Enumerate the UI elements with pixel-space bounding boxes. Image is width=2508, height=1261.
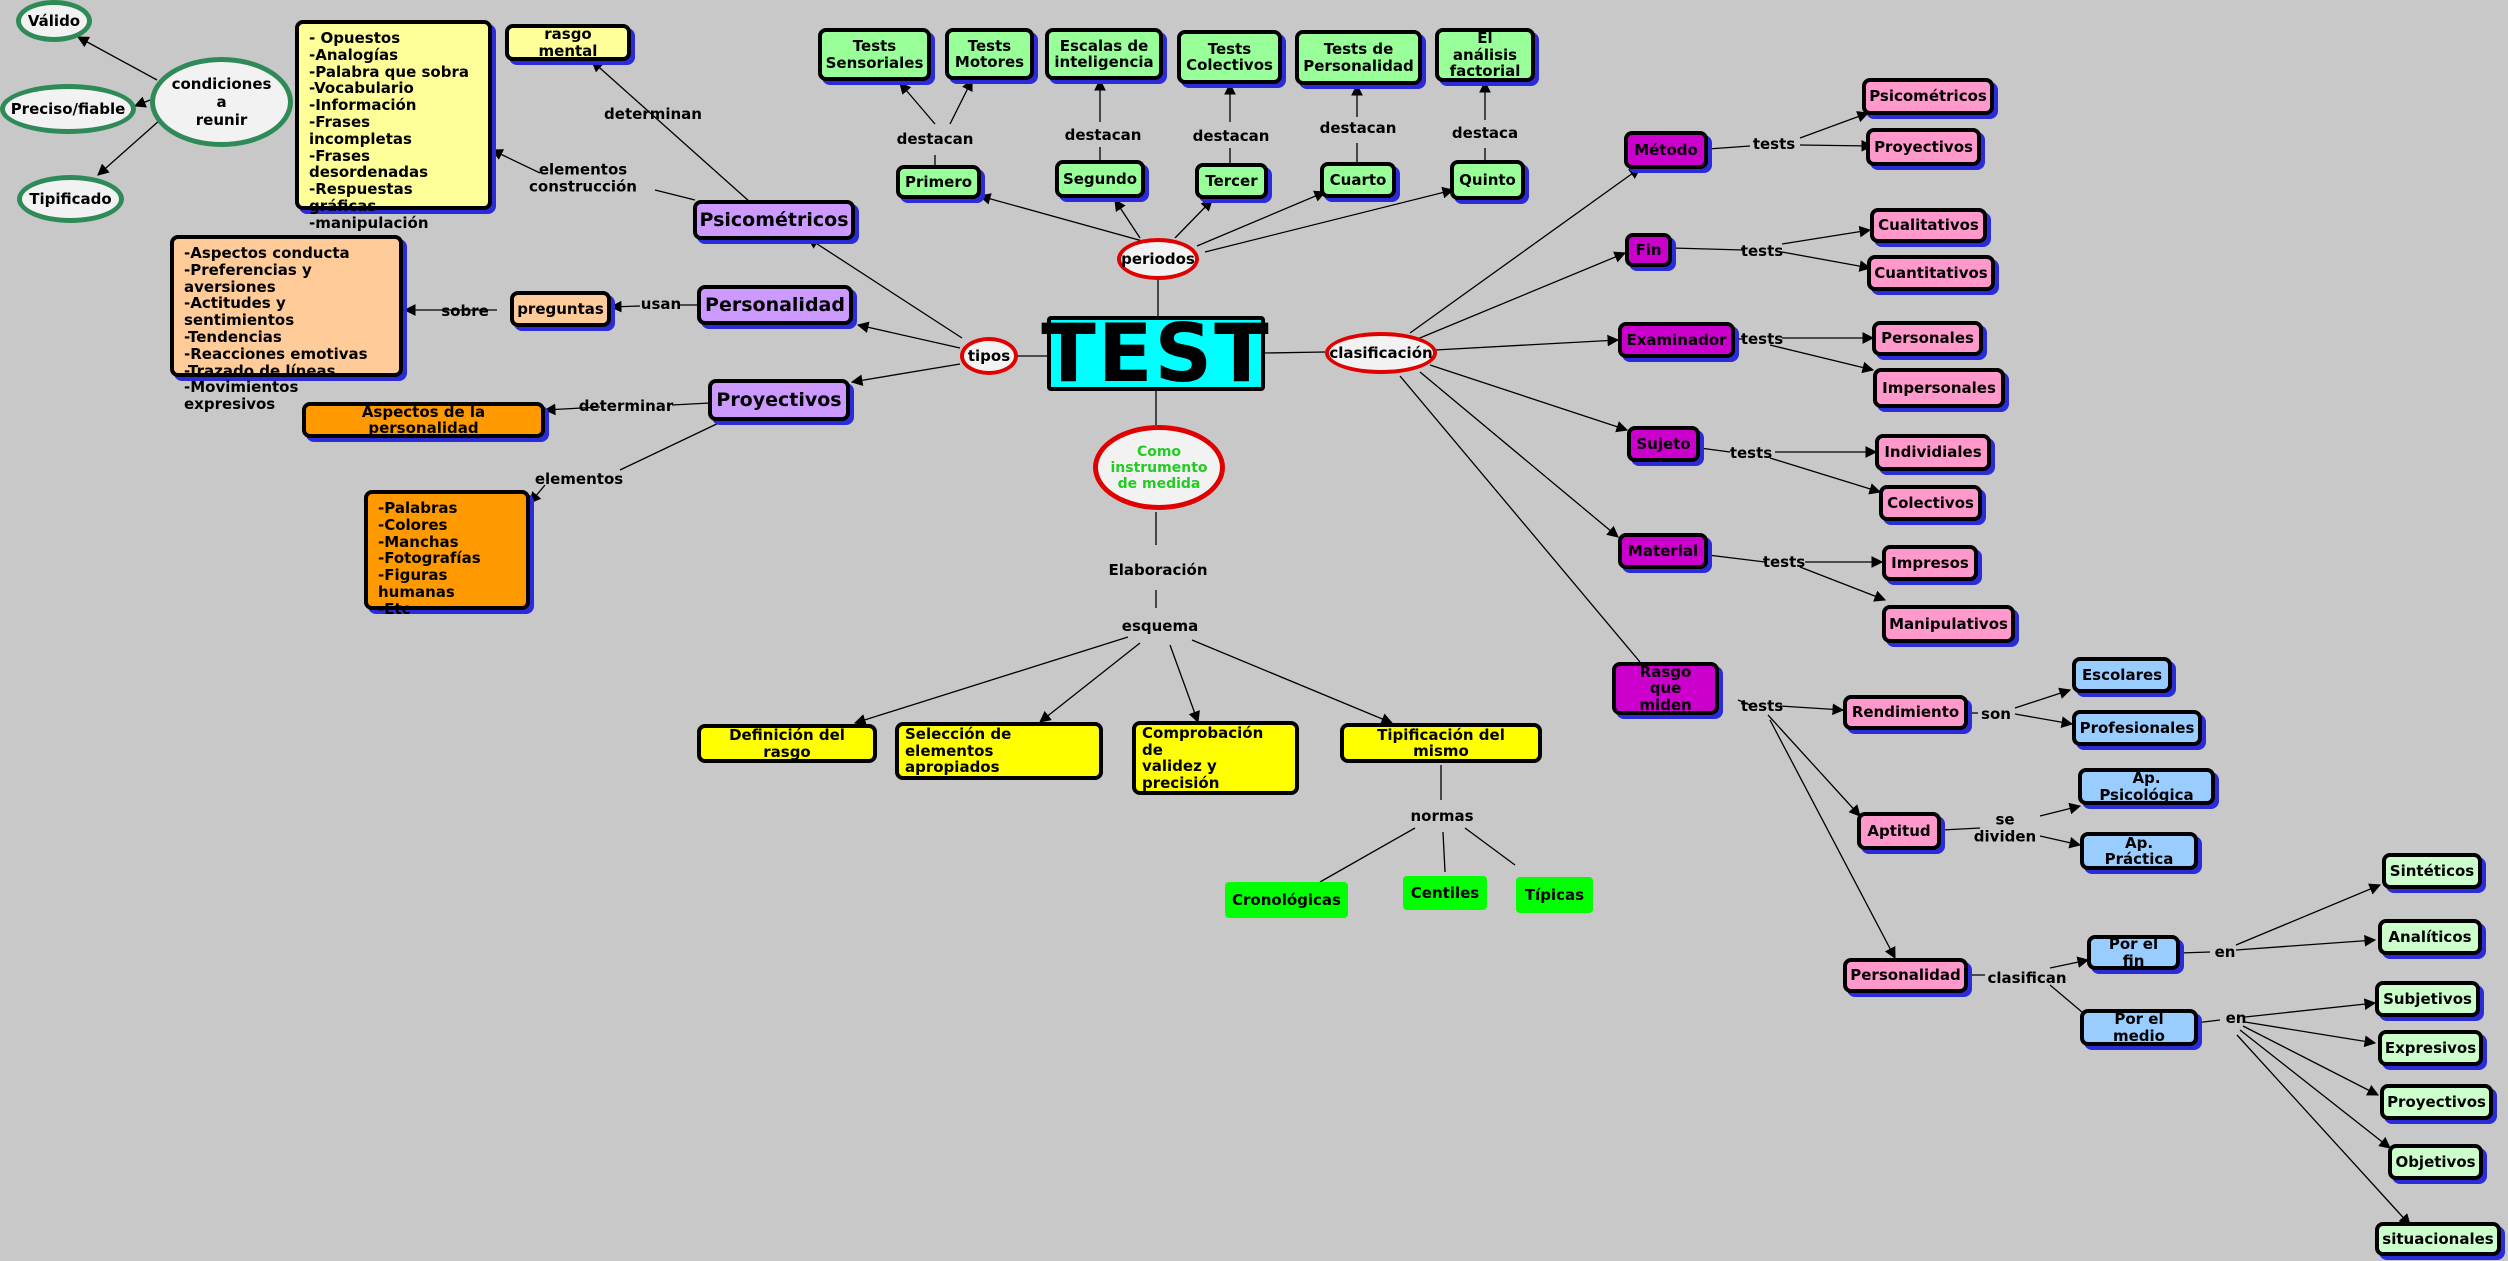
label-destacan: destacan: [1192, 126, 1270, 145]
tipo-personalidad[interactable]: Personalidad: [697, 285, 853, 325]
aspectos-conducta-list[interactable]: -Aspectos conducta -Preferencias y avers…: [170, 235, 403, 413]
criterio-fin[interactable]: Fin: [1625, 233, 1672, 267]
label-tests: tests: [1729, 443, 1773, 462]
personalidad-por-medio[interactable]: Por el medio: [2080, 1009, 2198, 1046]
centiles-node[interactable]: Centiles: [1403, 876, 1487, 910]
label-determinar: determinar: [578, 396, 674, 415]
valido-node[interactable]: Válido: [16, 0, 92, 42]
preciso-fiable-node[interactable]: Preciso/fiable: [0, 84, 136, 134]
fin-sinteticos[interactable]: Sintéticos: [2382, 853, 2482, 889]
metodo-proyectivos[interactable]: Proyectivos: [1866, 128, 1981, 166]
fin-cualitativos[interactable]: Cualitativos: [1870, 208, 1987, 243]
personalidad-por-fin[interactable]: Por el fin: [2087, 935, 2180, 970]
sujeto-colectivos[interactable]: Colectivos: [1879, 485, 1982, 521]
label-elementos-construccion: elementos construcción: [529, 160, 637, 195]
label-usan: usan: [640, 294, 682, 313]
periodos-hub[interactable]: periodos: [1117, 238, 1199, 280]
medio-situacionales[interactable]: situacionales: [2375, 1222, 2501, 1256]
label-esquema: esquema: [1121, 616, 1199, 635]
tests-sensoriales[interactable]: Tests Sensoriales: [818, 28, 931, 81]
rasgo-mental-node[interactable]: rasgo mental: [505, 24, 631, 61]
aptitud-psicologica[interactable]: Ap. Psicológica: [2078, 768, 2215, 805]
tipificado-node[interactable]: Tipificado: [17, 175, 124, 223]
material-manipulativos[interactable]: Manipulativos: [1882, 605, 2015, 643]
tipificacion-node[interactable]: Tipificación del mismo: [1340, 723, 1542, 763]
rasgo-rendimiento[interactable]: Rendimiento: [1843, 695, 1968, 730]
tipicas-node[interactable]: Típicas: [1516, 877, 1593, 913]
criterio-sujeto[interactable]: Sujeto: [1627, 426, 1700, 462]
tests-colectivos[interactable]: Tests Colectivos: [1177, 30, 1282, 84]
elementos-construccion-list[interactable]: - Opuestos -Analogías -Palabra que sobra…: [295, 20, 492, 231]
label-sobre: sobre: [441, 301, 489, 320]
fin-analiticos[interactable]: Analíticos: [2378, 919, 2482, 955]
medio-objetivos[interactable]: Objetivos: [2388, 1144, 2483, 1180]
metodo-psicometricos[interactable]: Psicométricos: [1862, 78, 1994, 115]
periodo-primero[interactable]: Primero: [896, 165, 981, 199]
tipo-psicometricos[interactable]: Psicométricos: [693, 200, 855, 240]
label-tests: tests: [1740, 241, 1784, 260]
rendimiento-profesionales[interactable]: Profesionales: [2072, 710, 2202, 746]
condiciones-hub[interactable]: condiciones a reunir: [150, 57, 293, 147]
periodo-segundo[interactable]: Segundo: [1055, 160, 1145, 198]
center-test-node[interactable]: TEST: [1041, 306, 1271, 400]
tipo-proyectivos[interactable]: Proyectivos: [708, 379, 850, 421]
rendimiento-escolares[interactable]: Escolares: [2072, 657, 2172, 693]
clasificacion-hub[interactable]: clasificación: [1325, 332, 1437, 374]
criterio-metodo[interactable]: Método: [1624, 131, 1708, 169]
label-tests: tests: [1740, 329, 1784, 348]
rasgo-aptitud[interactable]: Aptitud: [1857, 812, 1941, 850]
label-clasifican: clasifican: [1987, 968, 2067, 987]
examinador-impersonales[interactable]: Impersonales: [1873, 368, 2005, 408]
label-destaca: destaca: [1451, 123, 1519, 142]
medio-expresivos[interactable]: Expresivos: [2378, 1030, 2483, 1066]
label-son: son: [1981, 704, 2011, 723]
analisis-factorial[interactable]: El análisis factorial: [1435, 28, 1535, 82]
label-tests: tests: [1740, 696, 1784, 715]
label-destacan: destacan: [1319, 118, 1397, 137]
label-elaboracion: Elaboración: [1108, 560, 1208, 579]
examinador-personales[interactable]: Personales: [1872, 321, 1983, 356]
medio-proyectivos[interactable]: Proyectivos: [2380, 1084, 2493, 1120]
proyectivos-elementos-list[interactable]: -Palabras -Colores -Manchas -Fotografías…: [364, 490, 530, 617]
definicion-rasgo-node[interactable]: Definición del rasgo: [697, 724, 877, 763]
label-tests: tests: [1752, 134, 1796, 153]
label-se-dividen: se dividen: [1973, 810, 2037, 845]
material-impresos[interactable]: Impresos: [1882, 545, 1978, 581]
label-normas: normas: [1410, 806, 1474, 825]
criterio-material[interactable]: Material: [1618, 533, 1708, 569]
criterio-rasgo[interactable]: Rasgo que miden: [1612, 662, 1719, 715]
fin-cuantitativos[interactable]: Cuantitativos: [1867, 255, 1995, 291]
periodo-tercero[interactable]: Tercer: [1195, 163, 1268, 199]
medio-subjetivos[interactable]: Subjetivos: [2375, 981, 2480, 1017]
label-tests: tests: [1762, 552, 1806, 571]
periodo-cuarto[interactable]: Cuarto: [1320, 162, 1396, 198]
instrumento-hub[interactable]: Como instrumento de medida: [1093, 425, 1225, 510]
escalas-inteligencia[interactable]: Escalas de inteligencia: [1045, 28, 1163, 80]
rasgo-personalidad[interactable]: Personalidad: [1843, 958, 1968, 993]
aspectos-personalidad-node[interactable]: Aspectos de la personalidad: [302, 402, 545, 438]
periodo-quinto[interactable]: Quinto: [1450, 160, 1525, 200]
cronologicas-node[interactable]: Cronológicas: [1225, 882, 1348, 918]
sujeto-individiales[interactable]: Individiales: [1875, 434, 1991, 471]
tipos-hub[interactable]: tipos: [960, 337, 1018, 375]
criterio-examinador[interactable]: Examinador: [1618, 322, 1735, 358]
preguntas-node[interactable]: preguntas: [510, 291, 611, 327]
label-en: en: [2214, 942, 2236, 961]
label-en: en: [2225, 1008, 2247, 1027]
label-destacan: destacan: [1064, 125, 1142, 144]
label-determinan: determinan: [604, 104, 702, 123]
label-elementos: elementos: [534, 469, 624, 488]
comprobacion-validez-node[interactable]: Comprobación de validez y precisión: [1132, 721, 1299, 795]
label-destacan: destacan: [896, 129, 974, 148]
tests-personalidad[interactable]: Tests de Personalidad: [1295, 30, 1422, 85]
aptitud-practica[interactable]: Ap. Práctica: [2080, 832, 2198, 870]
tests-motores[interactable]: Tests Motores: [945, 28, 1034, 80]
seleccion-elementos-node[interactable]: Selección de elementos apropiados: [895, 722, 1103, 780]
